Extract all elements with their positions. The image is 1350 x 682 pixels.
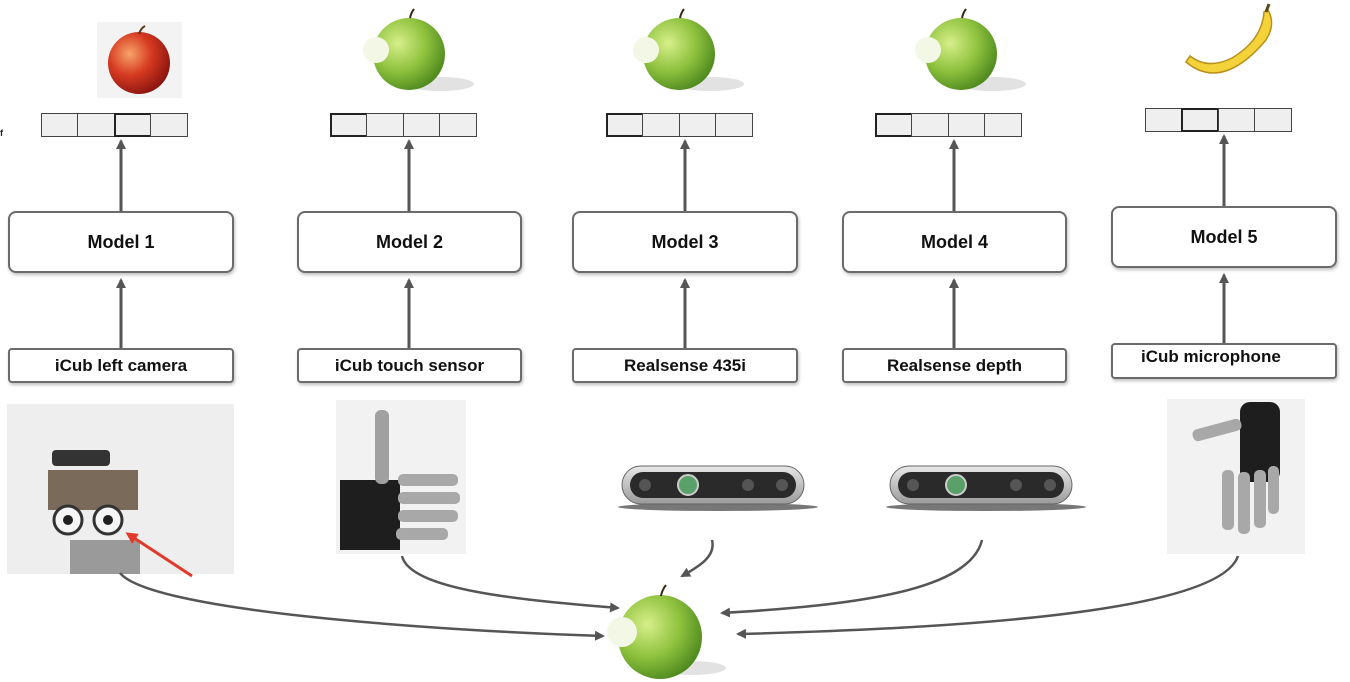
fused-green-apple: [607, 584, 726, 679]
sensor-to-model-arrows: [116, 273, 1229, 348]
model-2-box: Model 2: [297, 211, 522, 273]
icub-hand-microphone-photo: [1167, 399, 1305, 554]
prediction-banana: [1185, 3, 1273, 74]
realsense-depth-photo: [886, 465, 1086, 511]
model-3-box: Model 3: [572, 211, 798, 273]
feature-vector-1: [40, 113, 188, 137]
fusion-arrows: [119, 539, 1240, 641]
stray-label: f: [0, 128, 3, 138]
feature-vector-5: [1144, 108, 1292, 132]
sensor-icub-left-camera: iCub left camera: [8, 348, 234, 383]
model-5-box: Model 5: [1111, 206, 1337, 268]
icub-head-photo: [7, 404, 234, 578]
prediction-green-apple-1: [363, 8, 474, 91]
realsense-435i-photo: [618, 465, 818, 511]
icub-hand-touch-photo: [336, 400, 466, 554]
feature-vector-3: [605, 113, 753, 137]
prediction-green-apple-3: [915, 8, 1026, 91]
feature-vector-4: [874, 113, 1022, 137]
model-4-box: Model 4: [842, 211, 1067, 273]
sensor-icub-microphone: iCub microphone: [1111, 343, 1337, 379]
prediction-red-apple: [97, 22, 182, 98]
prediction-green-apple-2: [633, 8, 744, 91]
sensor-icub-touch: iCub touch sensor: [297, 348, 522, 383]
model-to-vector-arrows: [116, 134, 1229, 212]
model-1-box: Model 1: [8, 211, 234, 273]
sensor-realsense-435i: Realsense 435i: [572, 348, 798, 383]
feature-vector-2: [329, 113, 477, 137]
sensor-realsense-depth: Realsense depth: [842, 348, 1067, 383]
